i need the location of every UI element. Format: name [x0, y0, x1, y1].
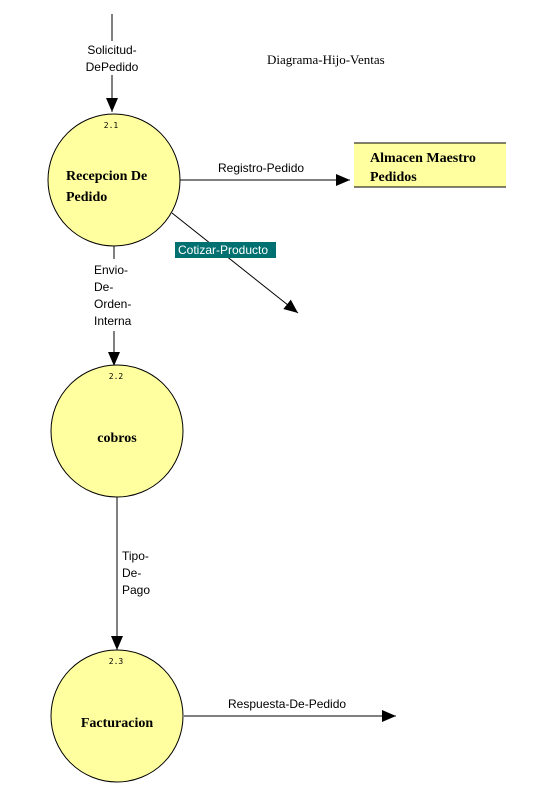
- flow-registro-label: Registro-Pedido: [218, 161, 304, 175]
- flow-envio-label-4: Interna: [94, 314, 132, 328]
- flow-tipo-label-1: Tipo-: [122, 549, 149, 563]
- data-store-label-2: Pedidos: [370, 170, 417, 185]
- process-2-3-circle: [50, 649, 184, 783]
- process-2-2-number: 2.2: [109, 372, 124, 381]
- flow-respuesta-de-pedido[interactable]: Respuesta-De-Pedido: [184, 697, 396, 722]
- flow-envio-label-bg: [90, 259, 138, 331]
- flow-solicitud-label-2: DePedido: [86, 60, 139, 74]
- process-2-1-label-2: Pedido: [66, 190, 107, 205]
- flow-respuesta-label: Respuesta-De-Pedido: [228, 697, 346, 711]
- flow-registro-pedido[interactable]: Registro-Pedido: [180, 161, 350, 186]
- flow-envio-label-3: Orden-: [94, 297, 131, 311]
- flow-cotizar-line: [171, 212, 299, 314]
- flow-envio-label-2: De-: [94, 280, 113, 294]
- flow-cotizar-producto[interactable]: Cotizar-Producto: [171, 212, 299, 314]
- data-store-label-1: Almacen Maestro: [370, 151, 476, 166]
- flow-cotizar-highlight: [175, 242, 276, 258]
- flow-solicitud-de-pedido[interactable]: Solicitud- DePedido: [82, 14, 142, 112]
- flow-cotizar-label: Cotizar-Producto: [178, 243, 268, 257]
- flow-envio-label-1: Envio-: [94, 263, 128, 277]
- process-2-2-label: cobros: [97, 431, 137, 446]
- flow-tipo-label-bg: [118, 547, 158, 599]
- flow-envio-de-orden-interna[interactable]: Envio- De- Orden- Interna: [90, 246, 138, 366]
- process-2-1-number: 2.1: [104, 121, 119, 130]
- process-recepcion-de-pedido[interactable]: 2.1 Recepcion De Pedido: [47, 113, 181, 247]
- process-2-1-label-1: Recepcion De: [66, 169, 147, 184]
- flow-tipo-label-3: Pago: [122, 583, 150, 597]
- process-2-3-label: Facturacion: [81, 716, 154, 731]
- flow-tipo-label-2: De-: [122, 566, 141, 580]
- data-store-almacen-maestro-pedidos[interactable]: Almacen Maestro Pedidos: [354, 142, 506, 188]
- data-store-box: [354, 143, 506, 187]
- flow-tipo-de-pago[interactable]: Tipo- De- Pago: [111, 497, 158, 650]
- process-2-3-number: 2.3: [109, 657, 124, 666]
- process-facturacion[interactable]: 2.3 Facturacion: [50, 649, 184, 783]
- flow-solicitud-label-1: Solicitud-: [87, 43, 136, 57]
- diagram-title: Diagrama-Hijo-Ventas: [267, 52, 385, 67]
- flow-solicitud-label-bg: [82, 41, 142, 75]
- process-cobros[interactable]: 2.2 cobros: [50, 364, 184, 498]
